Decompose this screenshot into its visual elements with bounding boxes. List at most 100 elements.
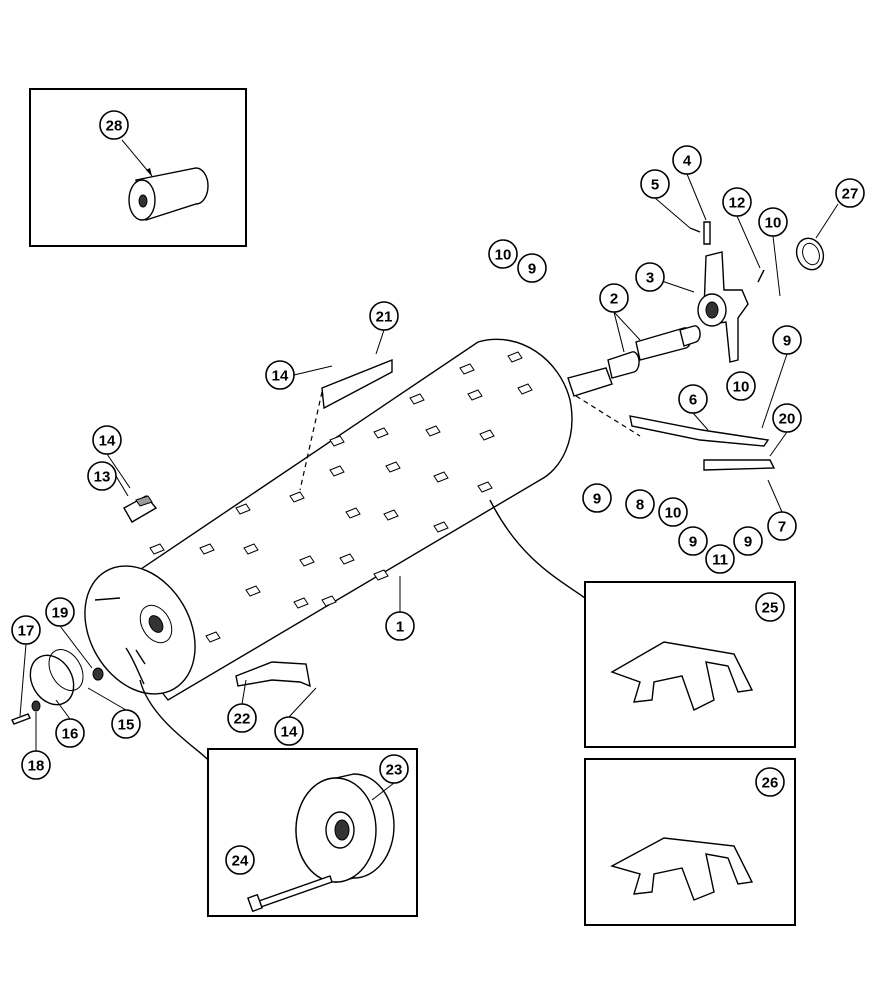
callout-26: 26 xyxy=(755,767,785,797)
callout-6: 6 xyxy=(678,384,708,414)
callout-label: 7 xyxy=(778,519,786,536)
callout-circle xyxy=(755,767,785,797)
callout-circle xyxy=(772,325,802,355)
callout-label: 9 xyxy=(593,491,601,508)
callout-circle xyxy=(55,718,85,748)
inset-box-26 xyxy=(584,758,796,926)
bearing-housing-part-3 xyxy=(697,251,749,363)
callout-circle xyxy=(625,489,655,519)
callout-circle xyxy=(99,110,129,140)
callout-label: 12 xyxy=(729,195,746,212)
callout-2: 2 xyxy=(599,283,629,313)
callout-circle xyxy=(758,207,788,237)
callout-13: 13 xyxy=(87,461,117,491)
callout-label: 18 xyxy=(28,758,45,775)
callout-label: 19 xyxy=(52,605,69,622)
callout-label: 14 xyxy=(272,368,289,385)
shaft-assembly xyxy=(567,325,701,437)
callout-leaders xyxy=(19,173,839,801)
inset-box-23-24 xyxy=(207,748,418,917)
callout-circle xyxy=(11,615,41,645)
brackets-part-6-20 xyxy=(629,415,776,471)
callout-circle xyxy=(488,239,518,269)
callout-9: 9 xyxy=(772,325,802,355)
callout-28: 28 xyxy=(99,110,129,140)
callout-circle xyxy=(678,384,708,414)
callout-14: 14 xyxy=(265,360,295,390)
drum-paddles xyxy=(149,351,533,643)
callout-circle xyxy=(640,169,670,199)
callout-label: 25 xyxy=(762,600,779,617)
paddle-detail-26 xyxy=(610,837,754,901)
callout-circle xyxy=(726,371,756,401)
callout-label: 15 xyxy=(118,717,135,734)
callout-label: 5 xyxy=(651,177,659,194)
callout-circle xyxy=(379,754,409,784)
callout-19: 19 xyxy=(45,597,75,627)
strip-bracket-part-21 xyxy=(299,358,393,491)
callout-label: 9 xyxy=(528,261,536,278)
callout-circle xyxy=(517,253,547,283)
bushing-part-28 xyxy=(121,139,209,221)
callout-label: 10 xyxy=(495,247,512,264)
callout-9: 9 xyxy=(582,483,612,513)
callout-label: 9 xyxy=(744,534,752,551)
callout-3: 3 xyxy=(635,262,665,292)
callout-16: 16 xyxy=(55,718,85,748)
callout-9: 9 xyxy=(517,253,547,283)
callout-label: 22 xyxy=(234,711,251,728)
seal-ring-part-27 xyxy=(795,237,825,271)
callout-15: 15 xyxy=(111,709,141,739)
callout-label: 8 xyxy=(636,497,644,514)
callout-circle xyxy=(599,283,629,313)
callout-circle xyxy=(635,262,665,292)
paddle-detail-25 xyxy=(610,641,754,711)
callout-label: 21 xyxy=(376,309,393,326)
callout-22: 22 xyxy=(227,703,257,733)
hub-parts-15-19 xyxy=(11,649,104,725)
inset-box-28 xyxy=(29,88,247,247)
callout-24: 24 xyxy=(225,845,255,875)
callout-label: 9 xyxy=(689,534,697,551)
callout-label: 28 xyxy=(106,118,123,135)
callout-circle xyxy=(45,597,75,627)
callout-circle xyxy=(369,301,399,331)
flange-bolt-parts-23-24 xyxy=(247,773,395,913)
callout-label: 10 xyxy=(765,215,782,232)
drum-part-1 xyxy=(84,338,573,701)
callout-1: 1 xyxy=(385,611,415,641)
callout-label: 20 xyxy=(779,411,796,428)
callout-12: 12 xyxy=(722,187,752,217)
callout-circle xyxy=(658,497,688,527)
inset-box-25 xyxy=(584,581,796,748)
callout-4: 4 xyxy=(672,145,702,175)
callout-label: 11 xyxy=(712,552,728,569)
callout-circle xyxy=(87,461,117,491)
callout-circle xyxy=(835,178,865,208)
callout-label: 17 xyxy=(18,623,35,640)
callout-label: 27 xyxy=(842,186,859,203)
callout-circle xyxy=(733,526,763,556)
callout-circle xyxy=(274,716,304,746)
callout-14: 14 xyxy=(274,716,304,746)
callout-label: 24 xyxy=(232,853,249,870)
callout-circle xyxy=(772,403,802,433)
callout-label: 16 xyxy=(62,726,79,743)
callout-circle xyxy=(225,845,255,875)
callout-23: 23 xyxy=(379,754,409,784)
callout-14: 14 xyxy=(92,425,122,455)
callout-label: 6 xyxy=(689,392,697,409)
shoe-part-13 xyxy=(123,495,158,523)
callout-circle xyxy=(705,544,735,574)
callout-11: 11 xyxy=(705,544,735,574)
callout-8: 8 xyxy=(625,489,655,519)
callout-27: 27 xyxy=(835,178,865,208)
callout-17: 17 xyxy=(11,615,41,645)
callout-circle xyxy=(672,145,702,175)
callout-circle xyxy=(265,360,295,390)
callout-circle xyxy=(111,709,141,739)
callout-10: 10 xyxy=(488,239,518,269)
callout-9: 9 xyxy=(678,526,708,556)
callout-circle xyxy=(722,187,752,217)
